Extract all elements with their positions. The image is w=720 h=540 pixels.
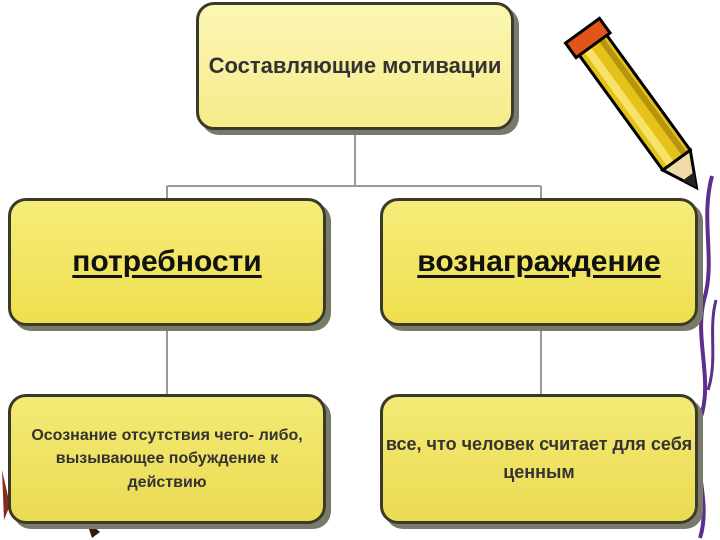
purple-scribble <box>695 175 714 539</box>
branch-reward-label: вознаграждение <box>417 245 661 278</box>
purple-scribble-2 <box>706 299 718 391</box>
pencil-icon <box>563 16 699 191</box>
dark-mark <box>86 520 100 538</box>
branch-needs-label: потребности <box>72 245 262 278</box>
leaf-reward-description: все, что человек считает для себя ценным <box>380 394 698 524</box>
root-node: Составляющие мотивации <box>196 2 514 130</box>
needs-description-text: Осознание отсутствия чего- либо, вызываю… <box>31 427 303 491</box>
branch-reward: вознаграждение <box>380 198 698 326</box>
branch-needs: потребности <box>8 198 326 326</box>
leaf-needs-description: Осознание отсутствия чего- либо, вызываю… <box>8 394 326 524</box>
reward-description-text: все, что человек считает для себя ценным <box>385 434 693 482</box>
root-title: Составляющие мотивации <box>208 53 502 79</box>
